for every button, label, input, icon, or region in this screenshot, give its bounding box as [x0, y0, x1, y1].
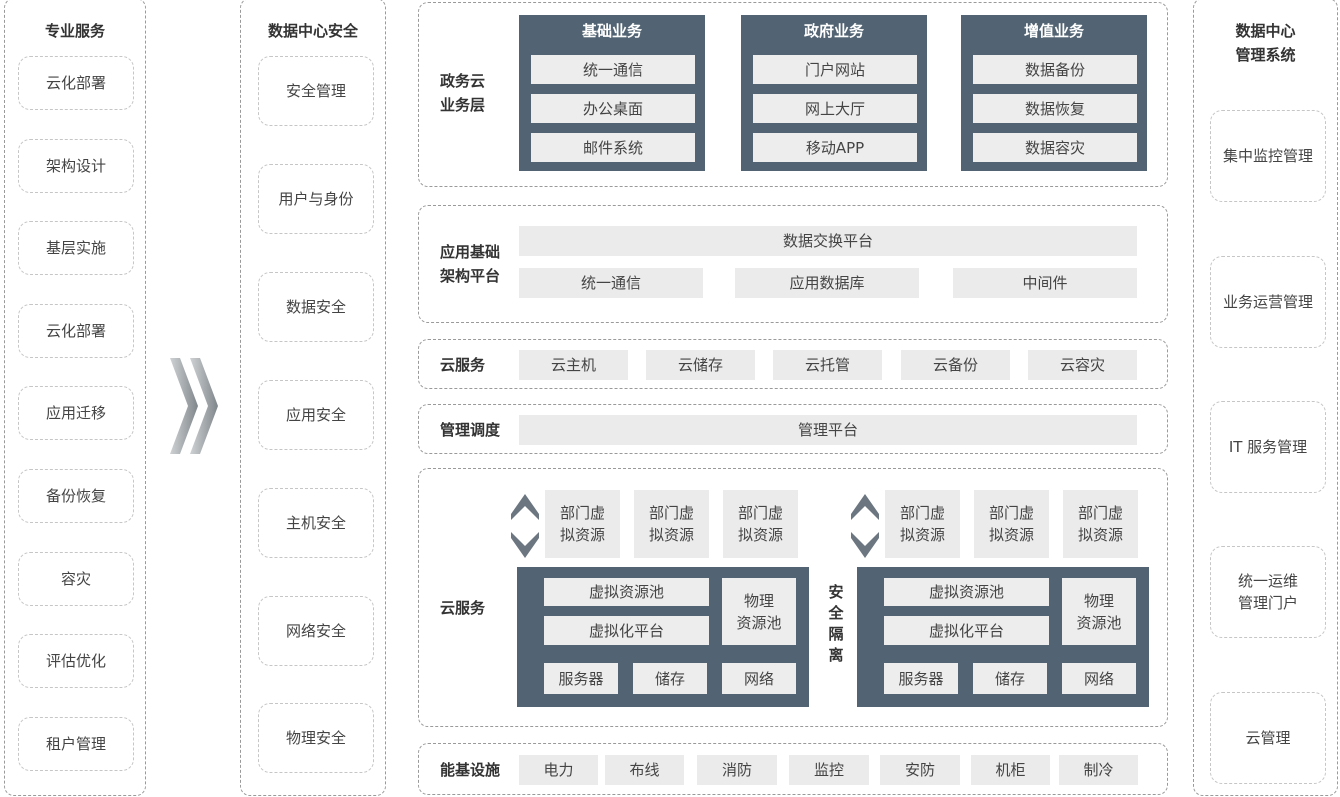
datacenter-security-panel: 数据中心安全 [240, 0, 386, 796]
gov-cloud-layer-panel [418, 2, 1168, 187]
business-group-title: 基础业务 [581, 22, 642, 40]
dept-virtual-resource: 部门虚 拟资源 [545, 490, 620, 558]
security-isolation-label: 安全隔离 [828, 583, 844, 664]
app-infra-layer-label: 应用基础 架构平台 [440, 243, 501, 285]
infrastructure-item: 布线 [605, 755, 684, 785]
virtualization-platform: 虚拟化平台 [884, 616, 1049, 645]
professional-service-item: 备份恢复 [18, 469, 134, 523]
management-platform: 管理平台 [519, 415, 1137, 445]
cloud-resource-layer-label: 云服务 [440, 599, 486, 617]
cloud-service-item: 云备份 [901, 350, 1010, 380]
datacenter-security-title: 数据中心安全 [267, 22, 358, 40]
up-down-arrow-icon [511, 494, 539, 558]
business-item: 移动APP [753, 133, 917, 162]
security-item: 网络安全 [258, 596, 374, 666]
professional-service-item: 租户管理 [18, 717, 134, 771]
infrastructure-layer-label: 能基设施 [440, 761, 501, 779]
cloud-service-item: 云主机 [519, 350, 628, 380]
business-item: 办公桌面 [531, 94, 695, 123]
dept-virtual-resource: 部门虚 拟资源 [885, 490, 960, 558]
app-infra-item: 统一通信 [519, 268, 703, 298]
dept-virtual-resource: 部门虚 拟资源 [634, 490, 709, 558]
business-item: 邮件系统 [531, 133, 695, 162]
business-group: 增值业务数据备份数据恢复数据容灾 [961, 15, 1147, 171]
dept-virtual-resource: 部门虚 拟资源 [1063, 490, 1138, 558]
infrastructure-item: 安防 [880, 755, 960, 785]
infrastructure-item: 电力 [519, 755, 598, 785]
business-item: 门户网站 [753, 55, 917, 84]
virtual-resource-pool: 虚拟资源池 [544, 578, 709, 606]
app-infra-item: 应用数据库 [735, 268, 919, 298]
hardware-item: 储存 [973, 663, 1047, 694]
professional-service-item: 应用迁移 [18, 386, 134, 440]
professional-service-item: 评估优化 [18, 634, 134, 688]
up-down-arrow-icon [851, 494, 879, 558]
security-item: 用户与身份 [258, 164, 374, 234]
hardware-item: 网络 [722, 663, 796, 694]
cloud-service-item: 云储存 [646, 350, 755, 380]
infrastructure-layer-panel [418, 743, 1168, 795]
app-infra-item: 中间件 [953, 268, 1137, 298]
physical-resource-pool: 物理 资源池 [1062, 578, 1136, 645]
virtual-resource-pool: 虚拟资源池 [884, 578, 1049, 606]
professional-services-panel: 专业服务 [4, 0, 146, 796]
security-item: 物理安全 [258, 703, 374, 773]
management-system-item: 业务运营管理 [1210, 256, 1326, 348]
gov-cloud-layer-label: 政务云 业务层 [440, 72, 486, 114]
hardware-item: 服务器 [884, 663, 958, 694]
hardware-item: 服务器 [544, 663, 618, 694]
infrastructure-item: 监控 [789, 755, 869, 785]
professional-service-item: 基层实施 [18, 221, 134, 275]
business-group-title: 增值业务 [1023, 22, 1084, 40]
professional-service-item: 云化部署 [18, 304, 134, 358]
management-layer-panel [418, 404, 1168, 454]
business-group: 基础业务统一通信办公桌面邮件系统 [519, 15, 705, 171]
cloud-service-layer-label: 云服务 [440, 356, 486, 374]
business-item: 统一通信 [531, 55, 695, 84]
business-item: 数据恢复 [973, 94, 1137, 123]
business-group-title: 政府业务 [803, 22, 864, 40]
management-system-item: 云管理 [1210, 692, 1326, 784]
security-item: 应用安全 [258, 380, 374, 450]
professional-service-item: 容灾 [18, 552, 134, 606]
resource-pool-container: 虚拟资源池虚拟化平台物理 资源池服务器储存网络 [857, 567, 1149, 707]
infrastructure-item: 消防 [697, 755, 777, 785]
professional-services-title: 专业服务 [44, 22, 105, 40]
management-layer-label: 管理调度 [440, 421, 501, 439]
cloud-service-item: 云容灾 [1028, 350, 1137, 380]
management-system-item: IT 服务管理 [1210, 401, 1326, 493]
data-exchange-platform: 数据交换平台 [519, 226, 1137, 256]
dept-virtual-resource: 部门虚 拟资源 [723, 490, 798, 558]
security-item: 数据安全 [258, 272, 374, 342]
infrastructure-item: 机柜 [971, 755, 1050, 785]
cloud-service-layer-panel [418, 339, 1168, 389]
infrastructure-item: 制冷 [1059, 755, 1138, 785]
hardware-item: 网络 [1062, 663, 1136, 694]
business-item: 网上大厅 [753, 94, 917, 123]
cloud-resource-layer-panel [418, 468, 1168, 727]
professional-service-item: 架构设计 [18, 139, 134, 193]
flow-chevron-icon [170, 358, 218, 454]
virtualization-platform: 虚拟化平台 [544, 616, 709, 645]
security-item: 主机安全 [258, 488, 374, 558]
resource-pool-container: 虚拟资源池虚拟化平台物理 资源池服务器储存网络 [517, 567, 809, 707]
security-item: 安全管理 [258, 56, 374, 126]
datacenter-mgmt-panel: 数据中心 管理系统 [1193, 0, 1338, 796]
app-infra-layer-panel [418, 205, 1168, 323]
cloud-service-item: 云托管 [773, 350, 882, 380]
business-item: 数据备份 [973, 55, 1137, 84]
business-item: 数据容灾 [973, 133, 1137, 162]
physical-resource-pool: 物理 资源池 [722, 578, 796, 645]
management-system-item: 集中监控管理 [1210, 110, 1326, 202]
business-group: 政府业务门户网站网上大厅移动APP [741, 15, 927, 171]
management-system-item: 统一运维 管理门户 [1210, 546, 1326, 638]
dept-virtual-resource: 部门虚 拟资源 [974, 490, 1049, 558]
hardware-item: 储存 [633, 663, 707, 694]
professional-service-item: 云化部署 [18, 56, 134, 110]
datacenter-mgmt-title: 数据中心 管理系统 [1235, 22, 1296, 64]
